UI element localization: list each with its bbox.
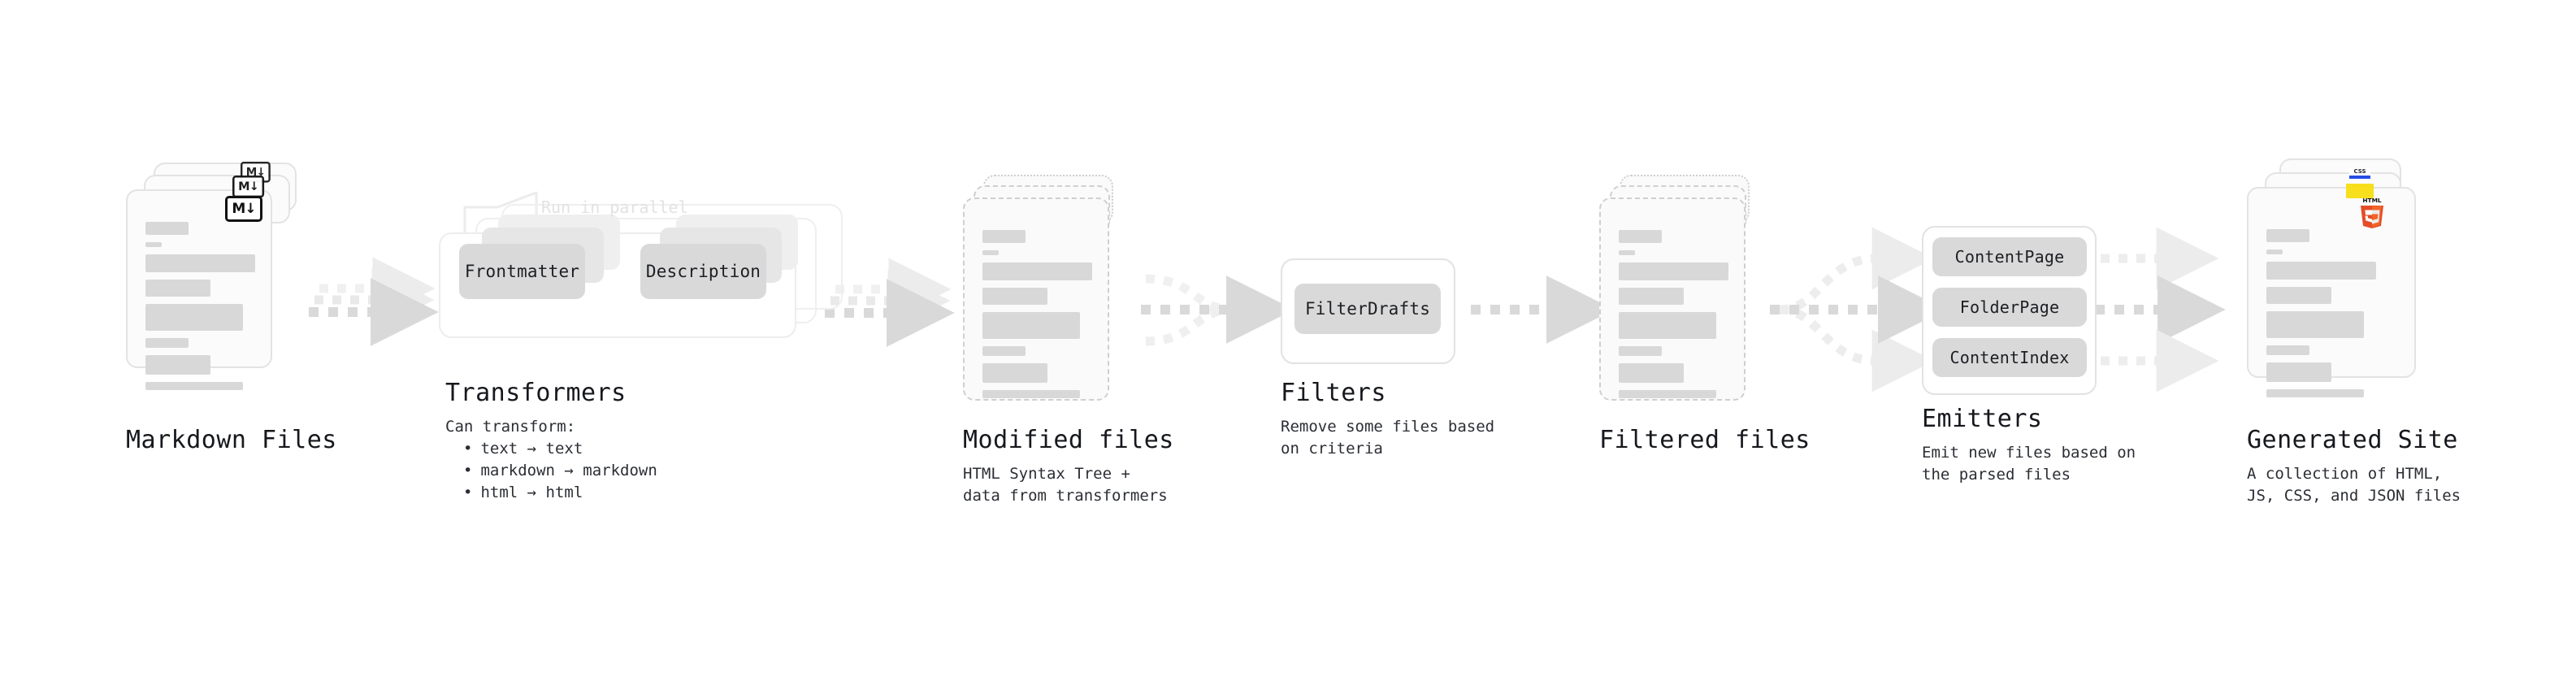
transform-item-0: text → text (463, 438, 657, 460)
stage-markdown-files: M↓ M↓ M↓ (126, 162, 301, 423)
markdown-badge-text: M↓ (232, 200, 256, 217)
folderpage-chip-label: FolderPage (1959, 297, 2060, 317)
description-chip[interactable]: Description (640, 244, 766, 299)
modified-files-subtitle: HTML Syntax Tree + data from transformer… (963, 465, 1168, 505)
transform-item-1: markdown → markdown (463, 460, 657, 482)
modified-doc-stack (963, 175, 1138, 435)
markdown-doc-lines (145, 222, 255, 397)
markdown-doc-front (126, 189, 272, 390)
frontmatter-chip-label: Frontmatter (464, 262, 580, 281)
modified-files-title: Modified files (963, 426, 1174, 454)
js-badge (2346, 184, 2374, 198)
contentpage-chip-label: ContentPage (1954, 247, 2065, 267)
filtered-doc-front (1599, 197, 1746, 401)
emitters-title: Emitters (1922, 405, 2043, 433)
contentindex-chip-label: ContentIndex (1949, 348, 2070, 367)
stage-filtered-files (1599, 175, 1774, 435)
markdown-badge-mid-text: M↓ (238, 179, 259, 193)
markdown-badge-back-text: M↓ (245, 165, 266, 179)
filtered-doc-lines (1619, 230, 1728, 406)
filtered-doc-stack (1599, 175, 1774, 435)
generated-site-title: Generated Site (2247, 426, 2458, 454)
svg-text:HTML: HTML (2362, 197, 2382, 204)
filters-title: Filters (1281, 379, 1386, 407)
css-badge: CSS (2349, 168, 2370, 180)
stage-generated-site: CSS HTML (2247, 158, 2434, 427)
generated-site-subtitle: A collection of HTML, JS, CSS, and JSON … (2247, 465, 2461, 505)
arrow-markdown-to-transformers (309, 257, 439, 346)
site-doc-lines (2266, 229, 2398, 405)
html5-logo-icon: HTML (2361, 197, 2383, 228)
markdown-badge: M↓ (225, 196, 262, 222)
arrow-modified-to-filters (1141, 274, 1295, 346)
filterdrafts-chip-label: FilterDrafts (1304, 299, 1431, 319)
site-doc-html (2247, 187, 2416, 397)
transformers-list: text → text markdown → markdown html → h… (445, 438, 657, 504)
html5-badge: HTML (2358, 196, 2386, 228)
contentpage-chip[interactable]: ContentPage (1932, 237, 2087, 276)
arrow-filtered-to-emitters (1770, 227, 1946, 393)
transformers-intro: Can transform: (445, 418, 576, 436)
filterdrafts-chip[interactable]: FilterDrafts (1295, 284, 1441, 334)
markdown-files-title: Markdown Files (126, 426, 337, 454)
frontmatter-chip[interactable]: Frontmatter (459, 244, 585, 299)
transform-item-2: html → html (463, 482, 657, 504)
filters-subtitle: Remove some files based on criteria (1281, 418, 1495, 458)
run-in-parallel-label: Run in parallel (541, 197, 688, 217)
arrow-emitters-to-site (2095, 227, 2226, 393)
transformers-title: Transformers (445, 379, 627, 407)
description-chip-label: Description (645, 262, 761, 281)
contentindex-chip[interactable]: ContentIndex (1932, 338, 2087, 377)
emitters-subtitle: Emit new files based on the parsed files (1922, 444, 2136, 484)
stage-modified-files (963, 175, 1138, 435)
filtered-files-title: Filtered files (1599, 426, 1811, 454)
css-badge-text: CSS (2353, 168, 2366, 175)
markdown-doc-stack: M↓ M↓ M↓ (126, 162, 301, 423)
folderpage-chip[interactable]: FolderPage (1932, 288, 2087, 327)
modified-doc-front (963, 197, 1109, 401)
modified-doc-lines (982, 230, 1092, 406)
site-doc-stack: CSS HTML (2247, 158, 2434, 427)
css-badge-rule (2349, 176, 2370, 179)
markdown-badge-mid: M↓ (232, 176, 265, 198)
